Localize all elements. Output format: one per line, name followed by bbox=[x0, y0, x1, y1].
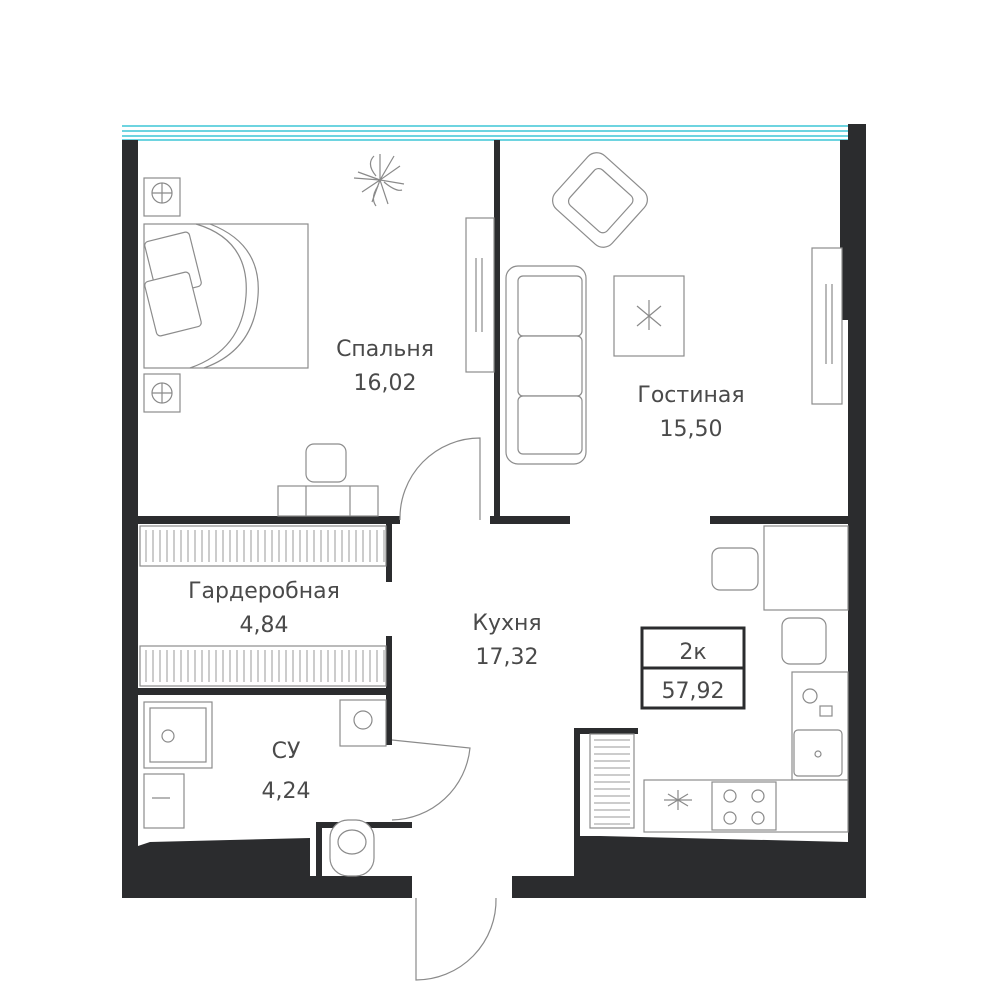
kitchen-furniture bbox=[589, 525, 849, 833]
kitchen-shelf bbox=[589, 733, 635, 829]
living-furniture bbox=[505, 152, 843, 465]
appliance-icon bbox=[802, 688, 833, 717]
chair-bottom bbox=[781, 617, 827, 665]
toilet-icon bbox=[329, 819, 375, 877]
living-area: 15,50 bbox=[660, 417, 723, 442]
desk bbox=[277, 443, 379, 517]
room-labels: Спальня 16,02 Гостиная 15,50 Гардеробная… bbox=[188, 337, 744, 804]
bedroom-area: 16,02 bbox=[354, 371, 417, 396]
kitchen-name: Кухня bbox=[472, 611, 541, 636]
bathroom-furniture bbox=[143, 699, 387, 877]
walls bbox=[122, 124, 866, 898]
bedroom-name: Спальня bbox=[336, 337, 434, 362]
armchair bbox=[552, 152, 648, 248]
nightstand-top bbox=[143, 177, 181, 217]
sink-icon bbox=[793, 729, 843, 777]
wardrobe-shelves bbox=[139, 525, 387, 687]
fan-icon bbox=[664, 790, 692, 810]
kitchen-area: 17,32 bbox=[476, 645, 539, 670]
apartment-type: 2к bbox=[679, 640, 706, 665]
nightstand-bottom bbox=[143, 373, 181, 413]
kitchen-counter bbox=[643, 671, 849, 833]
window bbox=[122, 124, 866, 141]
dining-table bbox=[763, 525, 849, 611]
shower-icon bbox=[143, 701, 213, 769]
total-area: 57,92 bbox=[662, 679, 725, 704]
bedroom-cabinet bbox=[465, 217, 495, 373]
plant-icon bbox=[353, 154, 405, 207]
washing-machine-icon bbox=[339, 699, 387, 747]
bedroom-furniture bbox=[143, 154, 495, 517]
stove-icon bbox=[711, 781, 777, 831]
washbasin-icon bbox=[143, 773, 185, 829]
doors bbox=[391, 437, 497, 981]
bathroom-name: СУ bbox=[272, 739, 301, 764]
tv-unit bbox=[811, 247, 843, 405]
summary-box: 2к 57,92 bbox=[640, 626, 746, 710]
chair-left bbox=[711, 547, 759, 591]
coffee-table bbox=[613, 275, 685, 357]
bathroom-area: 4,24 bbox=[262, 779, 311, 804]
living-name: Гостиная bbox=[637, 383, 744, 408]
wardrobe-area: 4,84 bbox=[240, 613, 289, 638]
bed bbox=[143, 223, 309, 369]
wardrobe-name: Гардеробная bbox=[188, 579, 340, 604]
sofa bbox=[505, 265, 587, 465]
